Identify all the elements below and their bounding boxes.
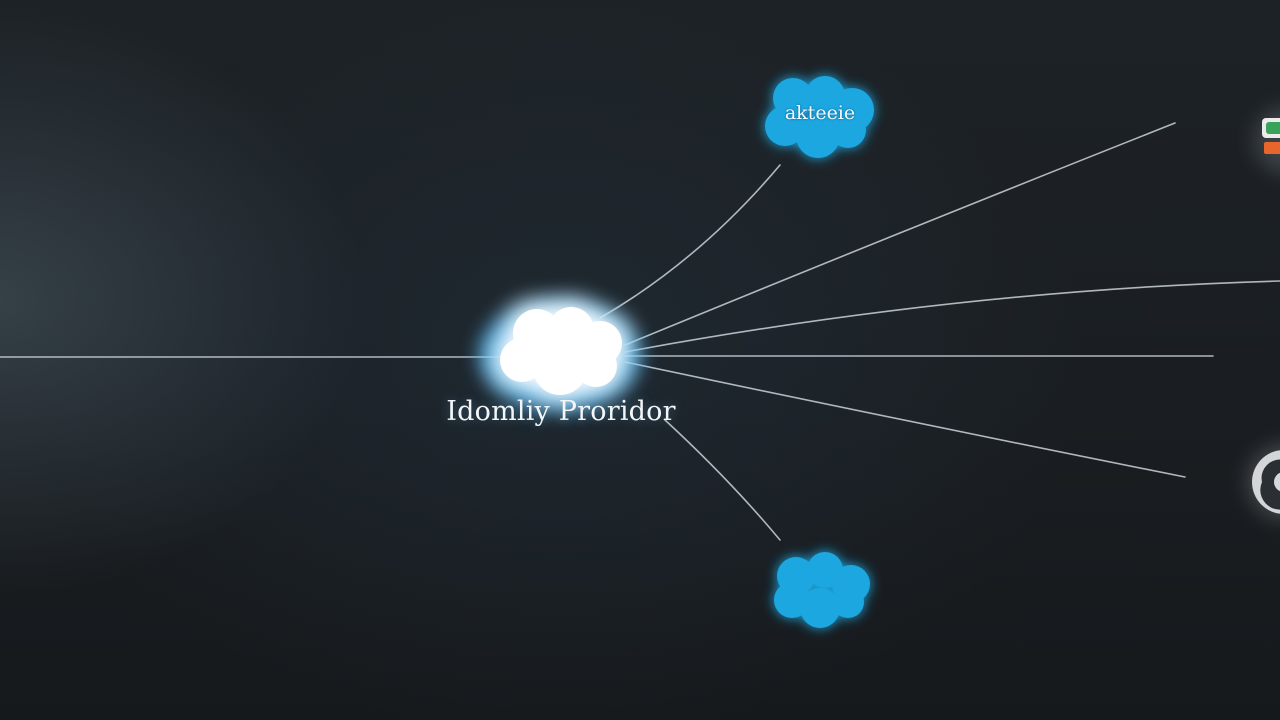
connector-right-upper (624, 280, 1280, 353)
connector-upper-right (624, 122, 1176, 346)
cloud-icon (500, 307, 622, 395)
partial-app-icon (1254, 106, 1280, 174)
top-node-label: akteeie (784, 102, 856, 124)
connector-to-top-node (599, 164, 781, 319)
bottom-node-cloud-icon (774, 552, 870, 628)
connector-to-bottom-node (664, 419, 781, 541)
connector-lower-right (624, 361, 1186, 478)
partial-github-icon (1247, 444, 1280, 520)
hub-label: Idomliy Proridor (446, 396, 676, 427)
top-node-cloud-icon (765, 76, 874, 158)
